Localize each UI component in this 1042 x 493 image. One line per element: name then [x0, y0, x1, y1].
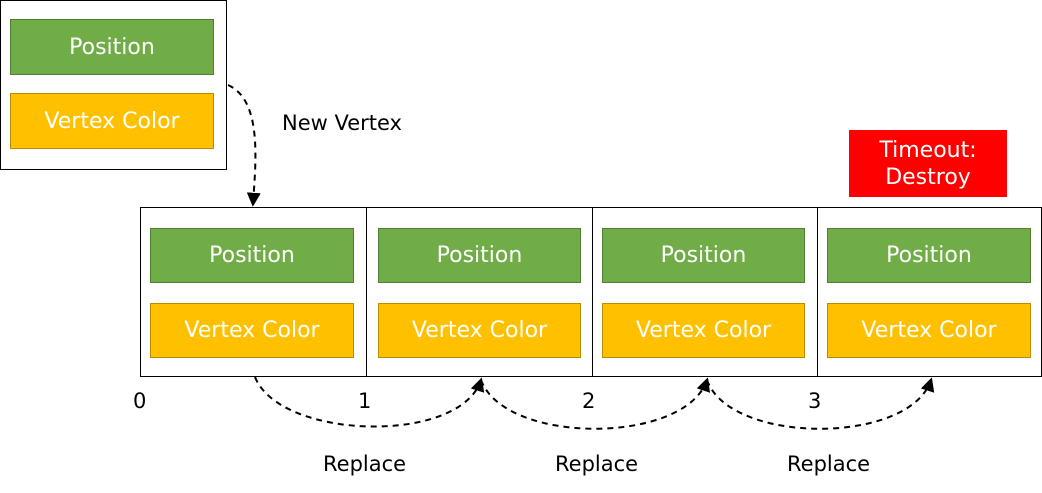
replace-arrow-2	[480, 377, 711, 430]
slot-3-color-block: Vertex Color	[827, 303, 1031, 358]
timeout-destroy-box: Timeout: Destroy	[849, 130, 1007, 197]
timeout-line-1: Timeout:	[879, 137, 977, 163]
new-vertex-position-block: Position	[10, 19, 214, 75]
new-vertex-color-block: Vertex Color	[10, 93, 214, 149]
slot-0-position-block: Position	[150, 228, 354, 283]
index-label-3: 3	[808, 389, 822, 413]
index-label-1: 1	[358, 389, 372, 413]
slot-1-position-block: Position	[378, 228, 581, 283]
replace-label-3: Replace	[787, 452, 871, 476]
slot-0-color-block: Vertex Color	[150, 303, 354, 358]
new-vertex-caption: New Vertex	[282, 111, 402, 135]
replace-arrow-1	[254, 376, 485, 428]
buffer-divider	[817, 207, 818, 377]
replace-label-1: Replace	[323, 452, 407, 476]
index-label-2: 2	[582, 389, 596, 413]
slot-1-color-block: Vertex Color	[378, 303, 581, 358]
buffer-divider	[366, 207, 367, 377]
slot-3-position-block: Position	[827, 228, 1031, 283]
new-vertex-insert-arrow	[227, 84, 261, 207]
timeout-line-2: Destroy	[885, 164, 971, 190]
slot-2-color-block: Vertex Color	[602, 303, 805, 358]
buffer-divider	[592, 207, 593, 377]
replace-arrow-3	[706, 377, 935, 430]
slot-2-position-block: Position	[602, 228, 805, 283]
replace-label-2: Replace	[555, 452, 639, 476]
index-label-0: 0	[133, 389, 147, 413]
